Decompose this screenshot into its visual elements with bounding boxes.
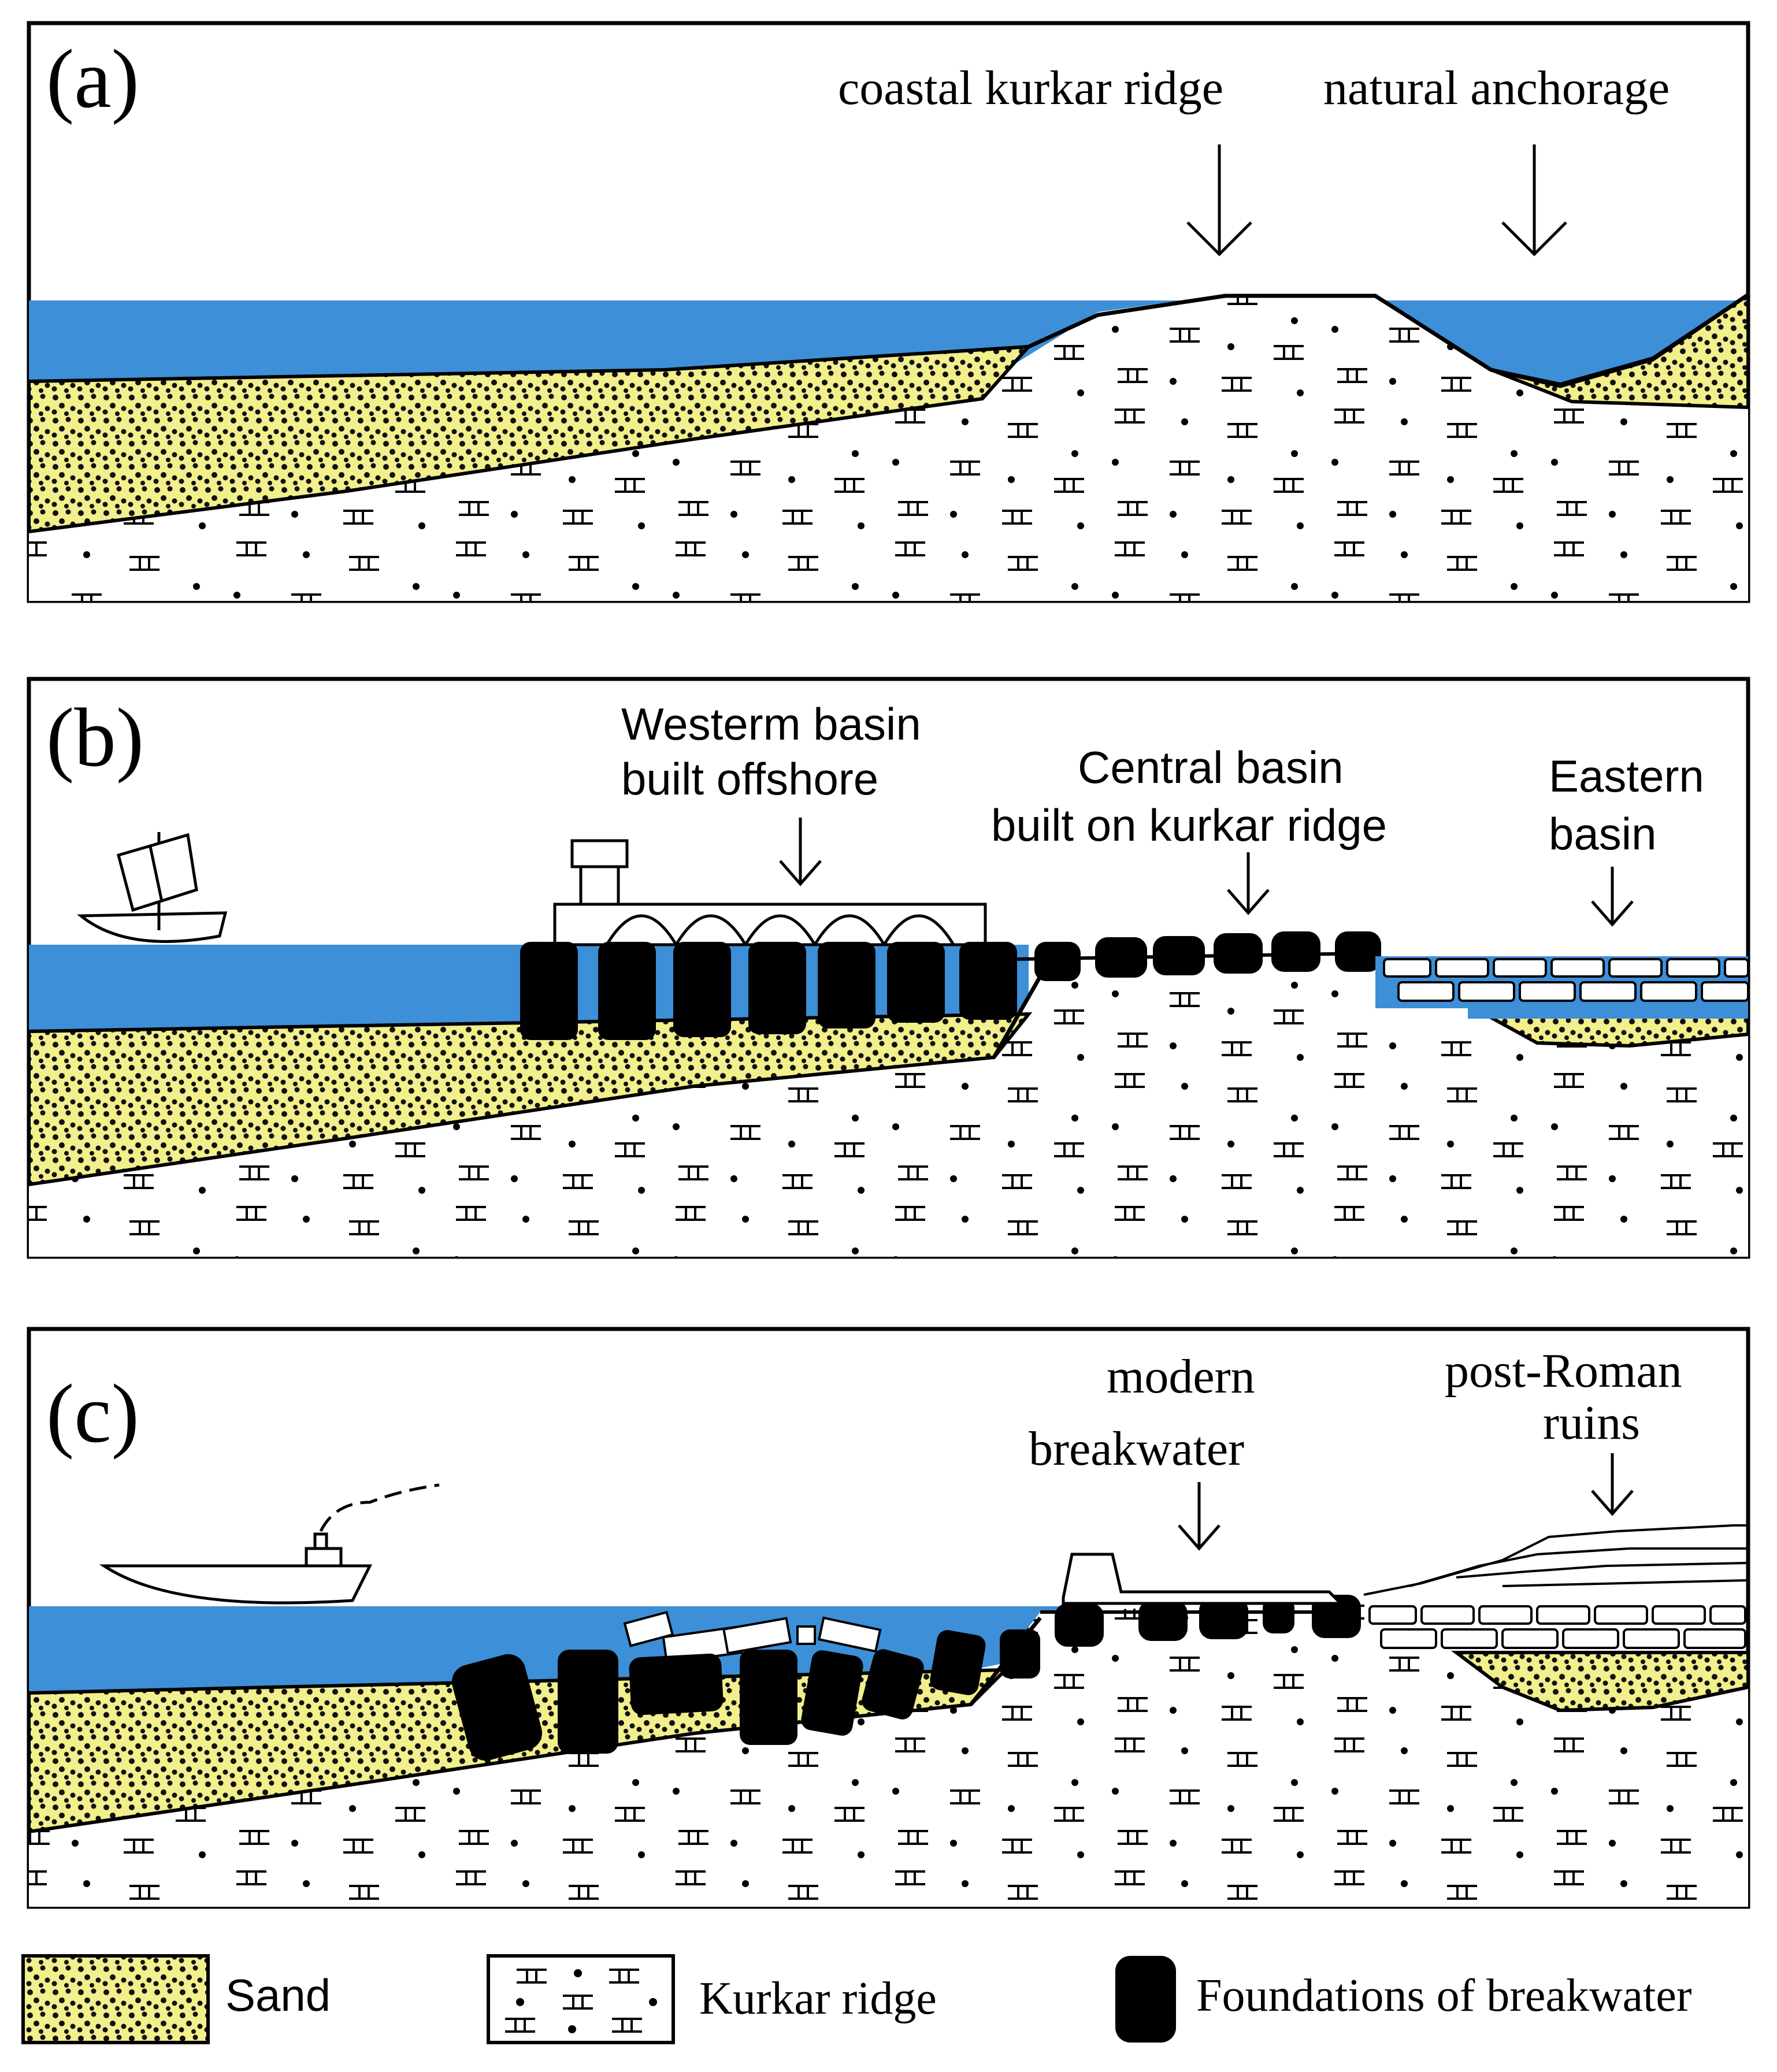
panel-label: (a) [46, 33, 139, 125]
annotation-central-basin-line2: built on kurkar ridge [991, 800, 1387, 851]
ancient-ship-icon [77, 832, 228, 943]
panel-a: (a) coastal kurkar ridge natural anchora… [27, 21, 1750, 603]
modern-breakwater-structure [1062, 1553, 1345, 1605]
annotation-modern-line1: modern [1107, 1350, 1255, 1403]
breakwater-foundation-swatch [1115, 1956, 1176, 2043]
annotation-western-basin-line2: built offshore [621, 753, 878, 804]
sand-layer [29, 1012, 1033, 1187]
arrow-down-icon [1178, 1482, 1220, 1551]
breakwater-foundations [520, 931, 1381, 1040]
arrow-down-icon [1591, 1453, 1634, 1516]
annotation-central-basin-line1: Central basin [1078, 742, 1344, 793]
sand-swatch [21, 1954, 210, 2044]
legend-label-foundations: Foundations of breakwater [1196, 1970, 1692, 2021]
arrow-down-icon [1591, 867, 1634, 927]
legend-label-kurkar: Kurkar ridge [699, 1973, 937, 2024]
arrow-down-icon [1186, 144, 1252, 257]
legend-item-kurkar: Kurkar ridge [487, 1954, 937, 2044]
annotation-western-basin-line1: Westerm basin [621, 699, 921, 749]
panel-label: (c) [46, 1368, 139, 1460]
annotation-post-roman-line1: post-Roman [1445, 1344, 1682, 1398]
kurkar-ridge [29, 295, 1748, 601]
annotation-natural-anchorage: natural anchorage [1323, 61, 1670, 115]
kurkar-ridge [29, 1601, 1748, 1907]
kurkar-ridge [29, 959, 1748, 1257]
steamship-icon [99, 1483, 440, 1605]
annotation-eastern-basin-line2: basin [1549, 808, 1656, 859]
post-roman-ruins [1363, 1524, 1749, 1596]
annotation-post-roman-line2: ruins [1543, 1396, 1640, 1450]
panel-label: (b) [46, 692, 144, 784]
arrow-down-icon [1501, 144, 1567, 257]
sand-layer [29, 344, 1033, 534]
annotation-kurkar-ridge: coastal kurkar ridge [838, 61, 1223, 115]
arrow-down-icon [779, 818, 822, 886]
legend-label-sand: Sand [225, 1970, 331, 2021]
collapsed-breakwater-rubble [623, 1610, 882, 1665]
eastern-basin-masonry [1375, 956, 1749, 1008]
ground-profile [1027, 293, 1748, 388]
ground-profile [992, 975, 1043, 1059]
eastern-masonry [1368, 1605, 1746, 1649]
panel-c: (c) modern breakwater post-Roman ruins [27, 1327, 1750, 1909]
legend-item-sand: Sand [21, 1954, 331, 2044]
legend: Sand Kurkar ridge Foundations of breakwa… [21, 1954, 1692, 2044]
annotation-modern-line2: breakwater [1029, 1422, 1244, 1476]
panel-b: (b) Westerm basin built offshore Central… [27, 677, 1750, 1259]
breakwater-foundations [451, 1595, 1361, 1761]
annotation-eastern-basin-line1: Eastern [1549, 751, 1704, 801]
western-basin-structure [553, 839, 987, 946]
legend-item-foundations: Foundations of breakwater [1115, 1956, 1692, 2043]
eastern-sand [1451, 1651, 1748, 1713]
arrow-down-icon [1227, 852, 1270, 915]
